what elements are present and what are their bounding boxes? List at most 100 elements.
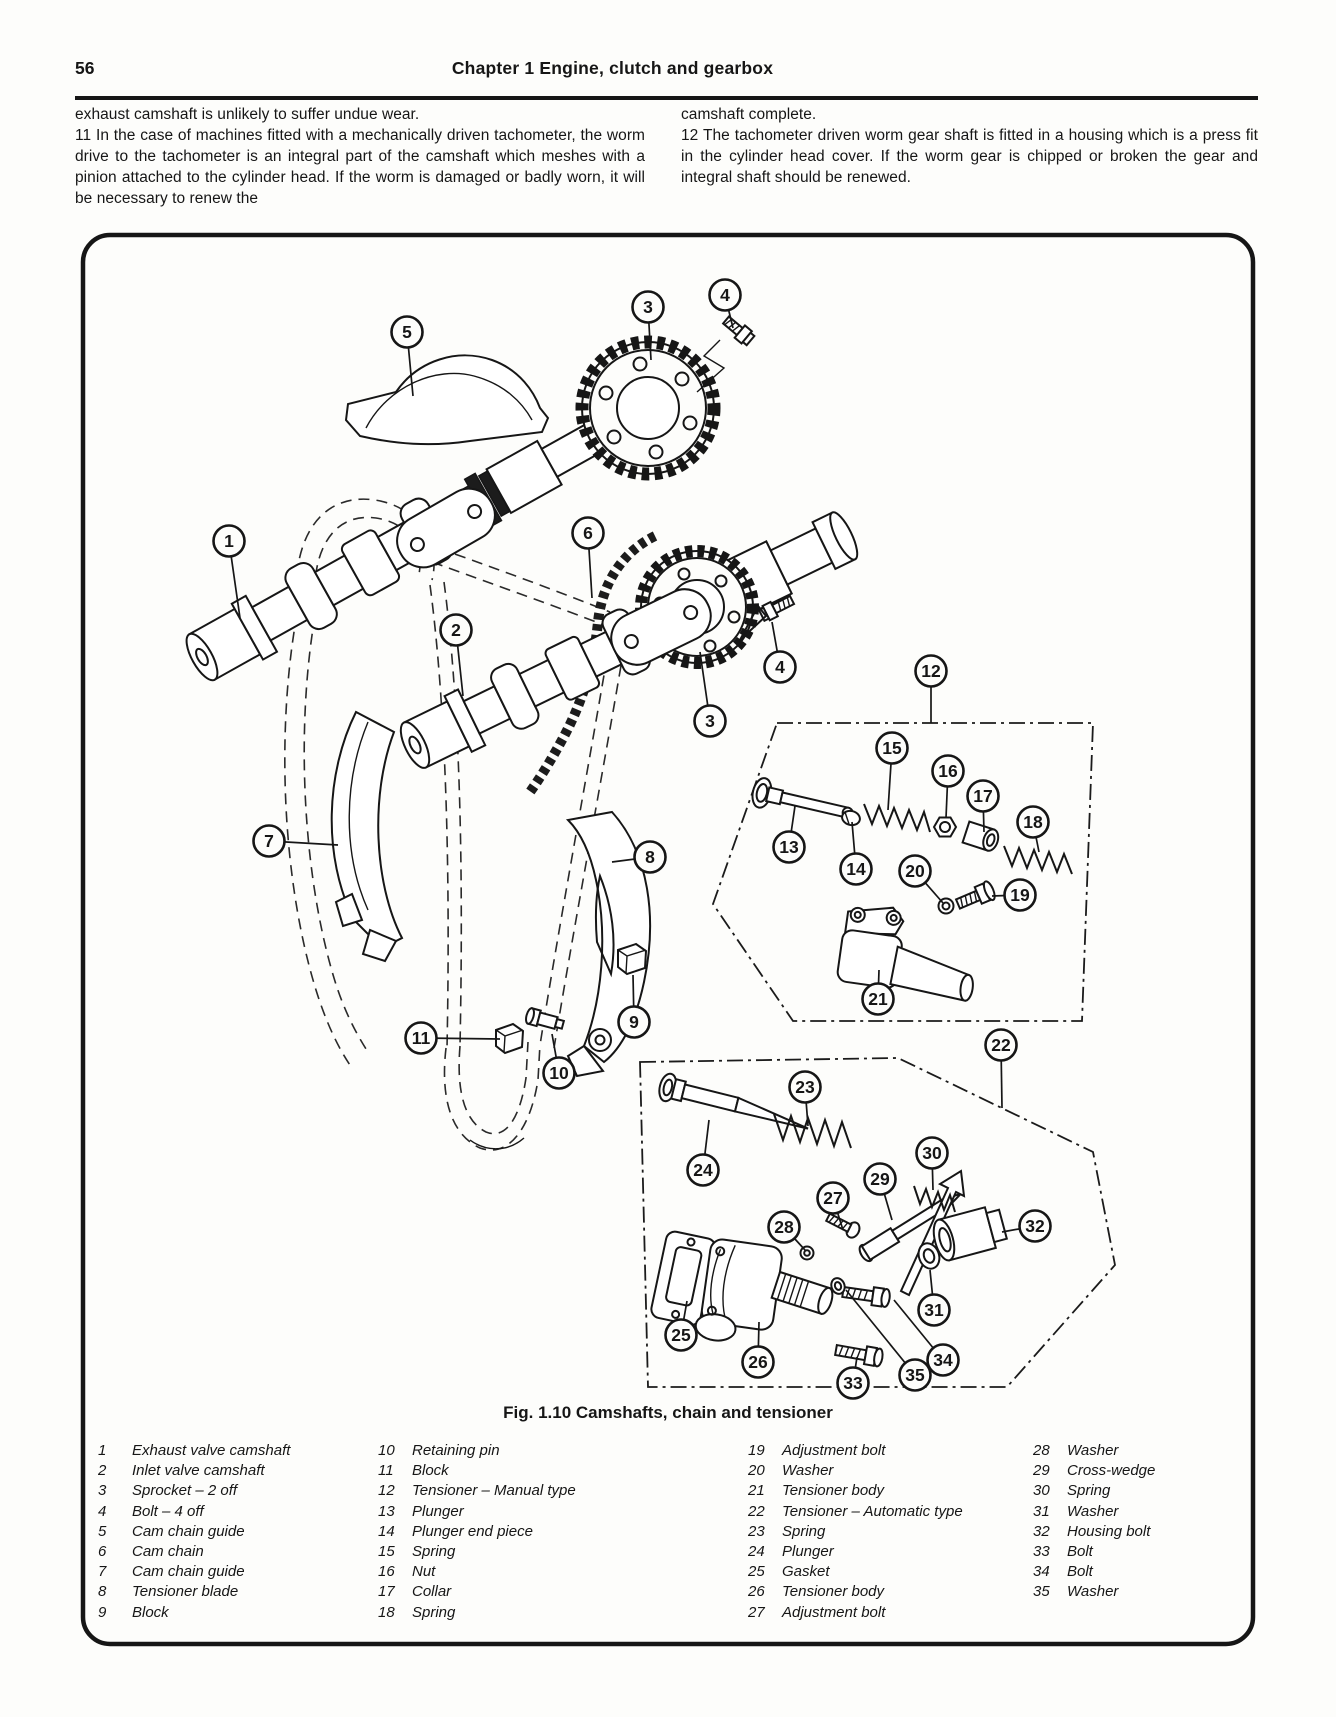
svg-text:23: 23 xyxy=(795,1077,815,1097)
body-text-left-column: exhaust camshaft is unlikely to suffer u… xyxy=(75,104,645,209)
callout-1: 1 xyxy=(214,526,245,619)
legend-item-label: Washer xyxy=(1067,1583,1119,1601)
cam-chain-guide-left xyxy=(332,712,402,961)
legend-item-label: Washer xyxy=(1067,1502,1119,1520)
legend-item-number: 27 xyxy=(748,1603,765,1621)
callout-24: 24 xyxy=(688,1120,719,1186)
callout-34: 34 xyxy=(894,1300,959,1376)
svg-text:24: 24 xyxy=(693,1160,713,1180)
legend-item-label: Tensioner – Manual type xyxy=(412,1482,576,1500)
svg-text:14: 14 xyxy=(846,859,866,879)
svg-text:33: 33 xyxy=(843,1373,863,1393)
svg-text:21: 21 xyxy=(868,989,888,1009)
svg-text:30: 30 xyxy=(922,1143,942,1163)
callout-3: 3 xyxy=(695,652,726,737)
legend-item-number: 19 xyxy=(748,1442,765,1459)
sprocket-exhaust xyxy=(582,342,714,474)
callout-19: 19 xyxy=(992,880,1036,911)
legend-item-number: 3 xyxy=(98,1482,107,1500)
callout-8: 8 xyxy=(612,842,666,873)
legend-item-label: Exhaust valve camshaft xyxy=(132,1442,291,1459)
automatic-tensioner-boundary xyxy=(640,1058,1115,1387)
legend-item-label: Block xyxy=(412,1462,449,1480)
svg-text:4: 4 xyxy=(720,285,730,305)
legend-item-label: Retaining pin xyxy=(412,1442,500,1459)
legend-item-number: 33 xyxy=(1033,1543,1050,1561)
sprocket-bolt-top xyxy=(721,314,756,347)
spring-15 xyxy=(864,804,930,832)
legend-item: 29 Cross-wedge xyxy=(1033,1461,1155,1481)
svg-text:2: 2 xyxy=(451,620,461,640)
paragraph: exhaust camshaft is unlikely to suffer u… xyxy=(75,106,420,123)
callout-10: 10 xyxy=(544,1034,575,1089)
svg-text:28: 28 xyxy=(774,1217,794,1237)
callout-26: 26 xyxy=(743,1322,774,1378)
paragraph: 11 In the case of machines fitted with a… xyxy=(75,127,645,207)
svg-text:5: 5 xyxy=(402,322,412,342)
svg-text:7: 7 xyxy=(264,831,274,851)
legend-item-label: Tensioner – Automatic type xyxy=(782,1502,963,1520)
callout-15: 15 xyxy=(877,733,908,811)
legend-item-label: Bolt – 4 off xyxy=(132,1502,204,1520)
callout-14: 14 xyxy=(841,822,872,885)
body-text-right-column: camshaft complete.12 The tachometer driv… xyxy=(681,104,1258,188)
legend-item-number: 24 xyxy=(748,1543,765,1561)
legend-item-label: Spring xyxy=(412,1543,456,1561)
legend-item-number: 9 xyxy=(98,1603,107,1621)
legend-item: 4 Bolt – 4 off xyxy=(98,1502,290,1522)
callout-20: 20 xyxy=(900,856,944,904)
legend-item-label: Cam chain xyxy=(132,1543,204,1561)
svg-text:16: 16 xyxy=(938,761,958,781)
legend-item-number: 32 xyxy=(1033,1522,1050,1540)
legend-item-number: 4 xyxy=(98,1502,107,1520)
legend-item-number: 5 xyxy=(98,1522,107,1540)
callout-18: 18 xyxy=(1018,807,1049,853)
callout-2: 2 xyxy=(441,615,472,697)
legend-item-label: Cross-wedge xyxy=(1067,1462,1156,1480)
legend-item-number: 23 xyxy=(748,1522,765,1540)
callout-13: 13 xyxy=(774,806,805,863)
svg-text:15: 15 xyxy=(882,738,902,758)
svg-text:27: 27 xyxy=(823,1188,842,1208)
legend-item-number: 29 xyxy=(1033,1462,1050,1480)
legend-item-label: Housing bolt xyxy=(1067,1522,1151,1540)
legend-item-label: Collar xyxy=(412,1583,452,1601)
legend-item-label: Bolt xyxy=(1067,1563,1093,1581)
svg-text:8: 8 xyxy=(645,847,655,867)
legend-item-number: 20 xyxy=(748,1462,765,1480)
cam-chain-solid-run xyxy=(530,536,655,792)
callout-6: 6 xyxy=(573,518,604,599)
callout-5: 5 xyxy=(392,317,423,397)
svg-text:31: 31 xyxy=(924,1300,944,1320)
svg-text:17: 17 xyxy=(973,786,992,806)
legend-item-number: 7 xyxy=(98,1563,107,1581)
callout-29: 29 xyxy=(865,1164,896,1221)
tensioner-blade xyxy=(568,812,650,1076)
callout-3: 3 xyxy=(633,292,664,361)
callout-30: 30 xyxy=(917,1138,948,1191)
legend-item-label: Adjustment bolt xyxy=(782,1442,886,1459)
svg-text:6: 6 xyxy=(583,523,593,543)
block-9 xyxy=(618,944,646,974)
callout-25: 25 xyxy=(666,1301,697,1351)
block-11 xyxy=(496,1024,523,1053)
legend-item-number: 1 xyxy=(98,1442,107,1459)
svg-text:12: 12 xyxy=(921,661,941,681)
svg-text:34: 34 xyxy=(933,1350,953,1370)
legend-item-label: Sprocket – 2 off xyxy=(132,1482,238,1500)
svg-text:32: 32 xyxy=(1025,1216,1045,1236)
svg-text:26: 26 xyxy=(748,1352,768,1372)
